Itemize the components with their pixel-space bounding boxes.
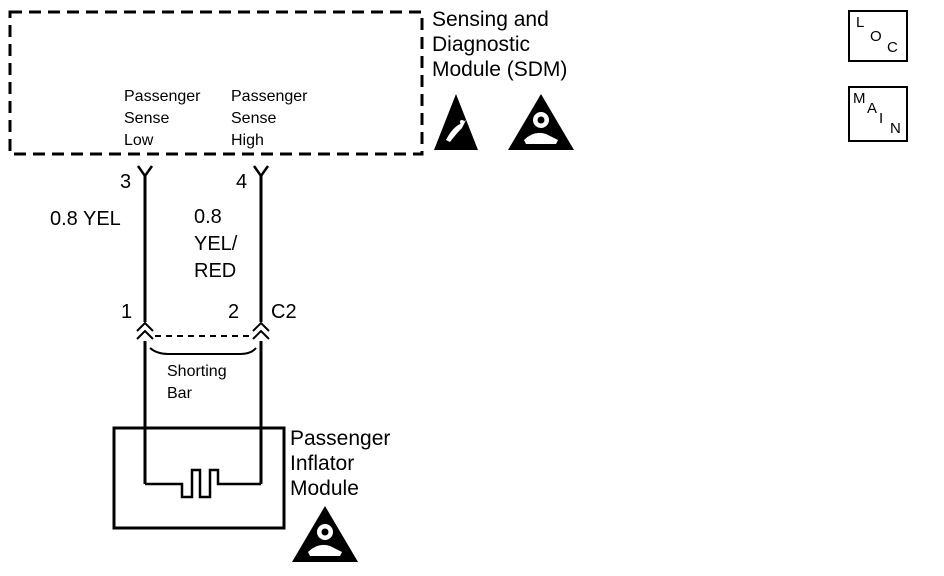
wire-right-label: 0.8 YEL/ RED	[194, 206, 238, 282]
wire-left-label: 0.8 YEL	[50, 208, 121, 230]
inflator-squib	[145, 468, 261, 499]
c2-pin-2-terminal	[252, 321, 270, 340]
esd-warning-icon	[434, 94, 478, 150]
sdm-name: Sensing and Diagnostic Module (SDM)	[432, 8, 568, 81]
loc-letter-1: L	[856, 14, 865, 31]
airbag-warning-icon	[508, 94, 574, 150]
main-letter-3: I	[879, 110, 884, 127]
sdm-enclosure	[8, 10, 424, 156]
sdm-pin-3-terminal	[136, 165, 154, 179]
loc-letter-3: C	[887, 39, 898, 56]
sdm-pin-low-label: Passenger Sense Low	[124, 88, 201, 149]
c2-pin-number-1: 1	[121, 301, 133, 323]
main-button[interactable]: M A I N	[848, 86, 908, 142]
shorting-bar-bracket	[149, 347, 257, 355]
airbag-warning-icon-inflator	[292, 506, 358, 562]
c2-pin-number-2: 2	[228, 301, 240, 323]
inflator-module-name: Passenger Inflator Module	[290, 427, 391, 500]
sdm-pin-4-terminal	[252, 165, 270, 179]
connector-name: C2	[271, 301, 297, 323]
main-letter-1: M	[853, 90, 866, 107]
c2-pin-1-terminal	[136, 321, 154, 340]
shorting-bar-label: Shorting Bar	[167, 363, 227, 402]
sdm-pin-number-3: 3	[120, 171, 132, 193]
inflator-module-box	[112, 426, 286, 530]
loc-button[interactable]: L O C	[848, 10, 908, 62]
main-letter-2: A	[867, 100, 878, 117]
loc-letter-2: O	[870, 28, 882, 45]
main-letter-4: N	[890, 120, 901, 137]
sdm-pin-number-4: 4	[236, 171, 248, 193]
sdm-pin-high-label: Passenger Sense High	[231, 88, 308, 149]
